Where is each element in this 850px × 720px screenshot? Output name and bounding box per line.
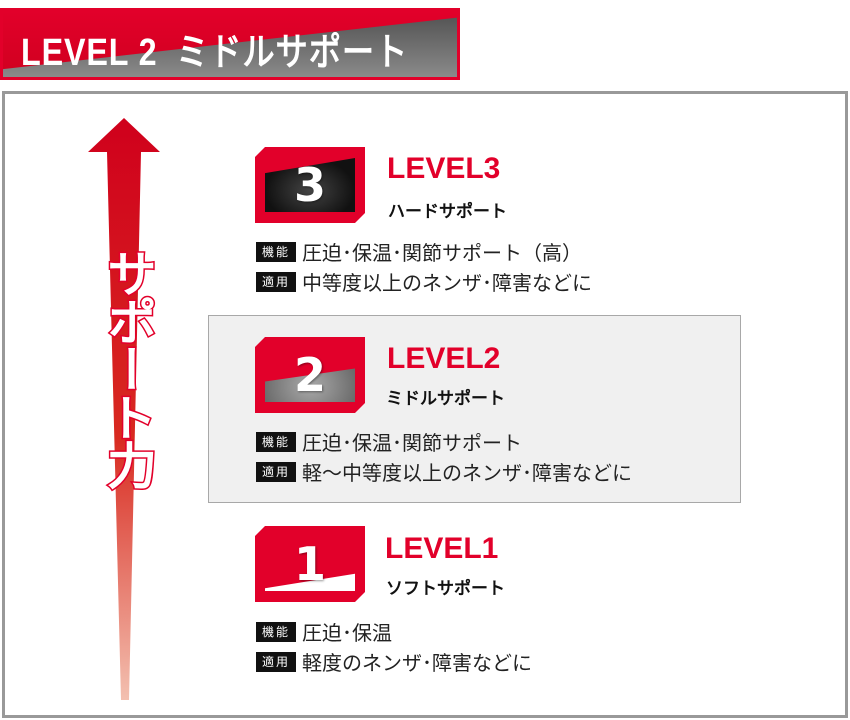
level2-function: 機能圧迫･保温･関節サポート bbox=[256, 427, 522, 456]
level1-function: 機能圧迫･保温 bbox=[256, 617, 392, 646]
level3-use: 適用中等度以上のネンザ･障害などに bbox=[256, 267, 592, 296]
level1-use: 適用軽度のネンザ･障害などに bbox=[256, 647, 532, 676]
level3-icon: 3 bbox=[255, 147, 365, 223]
level3-title: LEVEL3 bbox=[387, 152, 501, 185]
level2-icon: 2 bbox=[255, 337, 365, 413]
level3-function: 機能圧迫･保温･関節サポート（高） bbox=[256, 237, 582, 266]
level3-subtitle: ハードサポート bbox=[388, 202, 507, 222]
levels-frame bbox=[2, 91, 848, 718]
level2-title: LEVEL2 bbox=[387, 342, 501, 375]
level1-icon: 1 bbox=[255, 526, 365, 602]
level2-subtitle: ミドルサポート bbox=[386, 389, 505, 409]
level2-use: 適用軽～中等度以上のネンザ･障害などに bbox=[256, 457, 632, 486]
level1-title: LEVEL1 bbox=[385, 532, 499, 565]
support-power-label: サポート力 bbox=[98, 247, 159, 490]
level1-subtitle: ソフトサポート bbox=[386, 579, 505, 599]
support-arrow-icon bbox=[88, 118, 160, 700]
